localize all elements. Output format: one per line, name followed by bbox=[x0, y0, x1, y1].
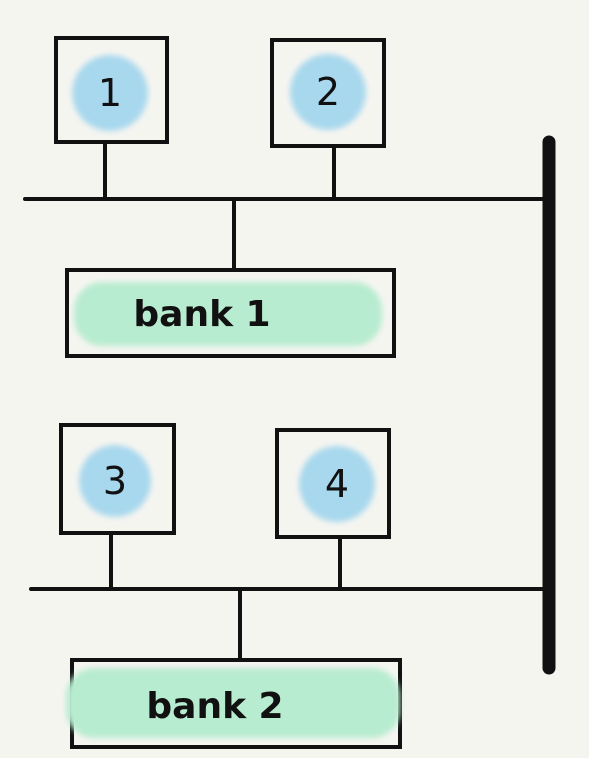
processor-3-label: 3 bbox=[103, 459, 127, 503]
bank-1: bank 1 bbox=[65, 268, 396, 358]
processor-4-label: 4 bbox=[325, 462, 349, 506]
processor-2-highlight bbox=[290, 54, 366, 130]
processor-1: 1 bbox=[54, 36, 169, 144]
bank-2-highlight bbox=[66, 668, 400, 738]
processor-1-label: 1 bbox=[98, 71, 122, 115]
processor-3: 3 bbox=[59, 423, 176, 535]
processor-2: 2 bbox=[270, 38, 386, 148]
processor-3-highlight bbox=[79, 445, 151, 517]
bank-2-label: bank 2 bbox=[146, 686, 283, 727]
processor-4-highlight bbox=[299, 446, 375, 522]
bank-1-label: bank 1 bbox=[133, 294, 270, 335]
processor-2-label: 2 bbox=[316, 70, 340, 114]
processor-1-highlight bbox=[72, 55, 148, 131]
processor-4: 4 bbox=[275, 428, 391, 539]
bank-1-highlight bbox=[74, 282, 382, 346]
bank-2: bank 2 bbox=[66, 658, 402, 749]
